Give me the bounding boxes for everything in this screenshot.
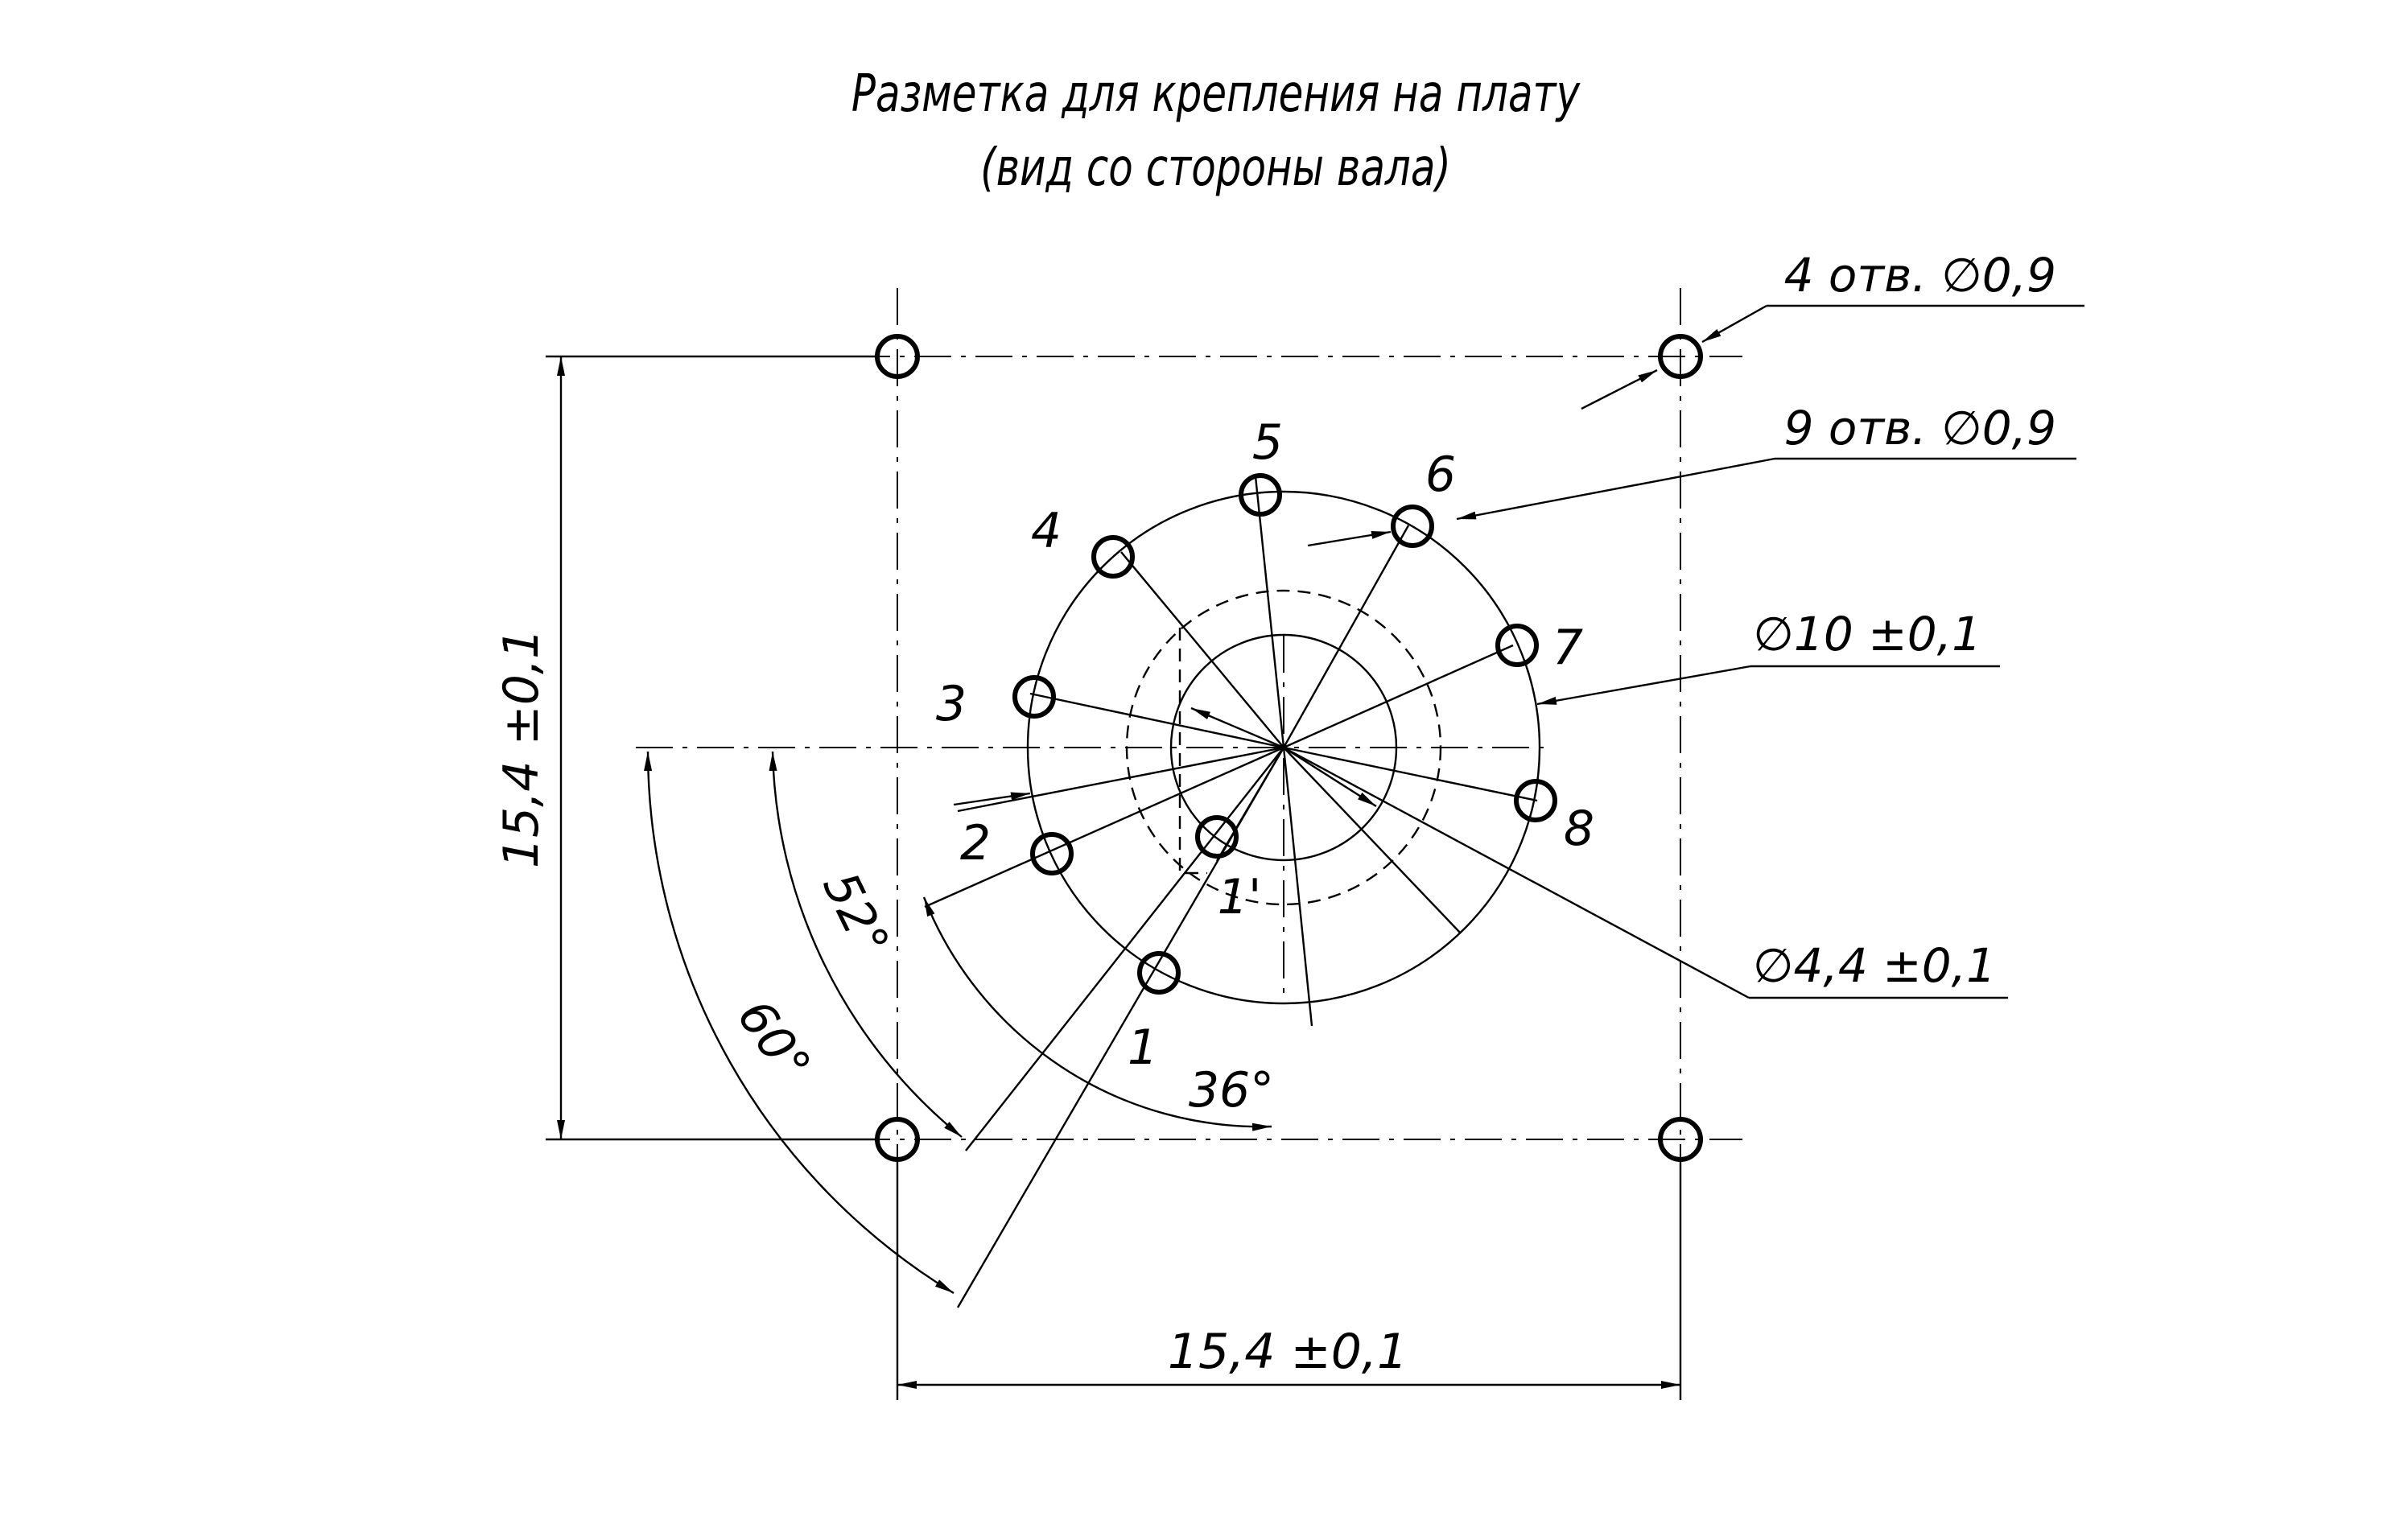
angle-60-label: 60° — [726, 990, 821, 1092]
pin-label-1prime: 1' — [1218, 869, 1262, 925]
angle-52-label: 52° — [811, 863, 900, 965]
pin-label-3: 3 — [936, 676, 967, 732]
outer-diameter-callout: ∅10 ±0,1 — [1753, 607, 1981, 661]
width-dimension: 15,4 ±0,1 — [896, 1159, 1682, 1400]
mount-hole-top-right — [1658, 334, 1703, 379]
pin-label-7: 7 — [1552, 620, 1583, 676]
pin-label-2: 2 — [960, 815, 991, 871]
pin-label-8: 8 — [1564, 801, 1594, 857]
pin-hole-7 — [1495, 624, 1539, 667]
pin-holes — [1012, 473, 1557, 995]
inner-diameter-callout: ∅4,4 ±0,1 — [1753, 938, 1996, 993]
mount-holes-callout: 4 отв. ∅0,9 — [1784, 248, 2056, 303]
pin-hole-2 — [1030, 832, 1074, 875]
pin-hole-1 — [1137, 951, 1181, 995]
pin-hole-5 — [1239, 473, 1282, 517]
hidden-bracket — [1178, 628, 1207, 875]
pin-label-1: 1 — [1128, 1020, 1158, 1076]
pin-label-6: 6 — [1425, 447, 1456, 503]
inner-circle — [1169, 633, 1398, 862]
pin-hole-3 — [1012, 675, 1056, 719]
pin-hole-1prime — [1195, 815, 1239, 859]
drawing-title-line2: (вид со стороны вала) — [980, 138, 1451, 198]
pin-hole-6 — [1391, 505, 1434, 548]
outer-pitch-circle — [1026, 490, 1541, 1005]
pin-hole-8 — [1514, 779, 1557, 822]
height-dimension: 15,4 ±0,1 — [493, 355, 877, 1141]
pin-label-4: 4 — [1031, 503, 1062, 559]
callout-labels: 4 отв. ∅0,9 9 отв. ∅0,9 ∅10 ±0,1 ∅4,4 ±0… — [1753, 248, 2056, 993]
dashed-circle — [1125, 589, 1442, 906]
angle-36-label: 36° — [1189, 1062, 1274, 1118]
pin-label-5: 5 — [1252, 414, 1283, 471]
height-dimension-label: 15,4 ±0,1 — [493, 628, 550, 868]
width-dimension-label: 15,4 ±0,1 — [1168, 1324, 1408, 1380]
pin-holes-callout: 9 отв. ∅0,9 — [1784, 401, 2056, 455]
pin-hole-4 — [1091, 535, 1135, 579]
drawing-title-line1: Разметка для крепления на плату — [851, 64, 1581, 124]
pin-labels: 1 1' 2 3 4 5 6 7 8 — [936, 414, 1594, 1076]
callout-leaders — [953, 304, 2084, 999]
